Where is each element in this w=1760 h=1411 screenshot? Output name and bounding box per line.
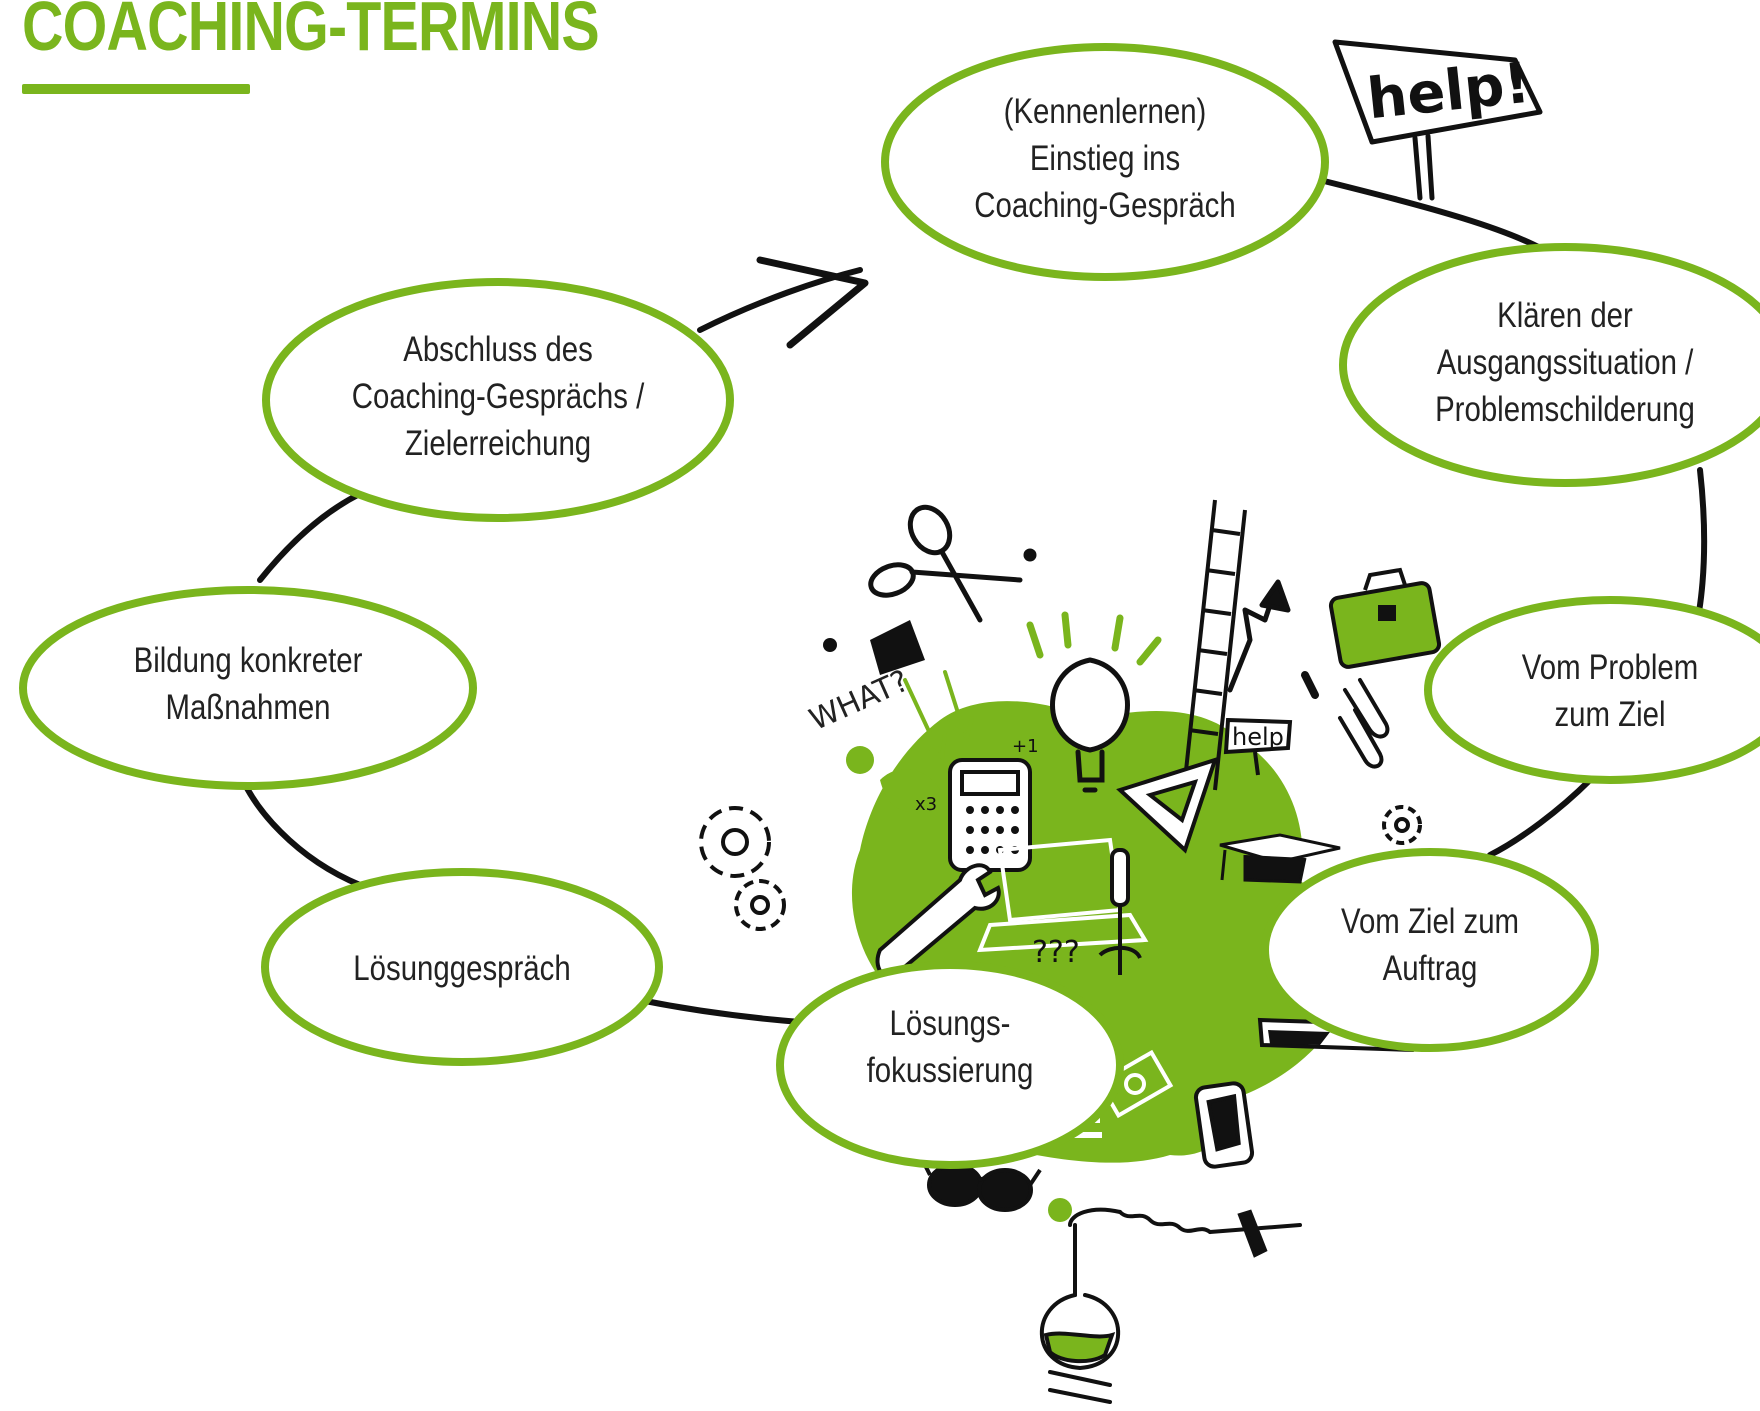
flask-icon [1039,1207,1302,1404]
bubble-step-1 [881,43,1329,281]
gear-icon [699,806,786,931]
paperclip-icon [1301,671,1390,769]
smartphone-icon [1193,1081,1255,1169]
bubble-step-3 [1424,596,1760,784]
arrow-down-icon [903,670,974,761]
small-help-sign-icon: help! [1223,717,1294,776]
sunglasses-icon [923,1163,1042,1212]
calculator-icon: +1 x3 [915,736,1039,872]
cycle-bubbles [19,43,1760,1169]
cycle-path-right-lower [1487,777,1593,858]
bubble-step-6 [261,868,663,1066]
bubble-step-2 [1339,243,1760,487]
arrow-up-icon [1227,579,1291,693]
megaphone-icon: WHAT? [804,620,925,738]
triangle-ruler-icon [1116,756,1219,854]
lightbulb-icon [1026,611,1162,793]
ladder-icon [1183,499,1247,791]
bubble-step-5 [776,961,1124,1169]
scissors-icon [868,504,1037,623]
what-text: WHAT? [804,663,914,738]
bubble-step-7 [19,586,477,790]
small-help-sign-text: help! [1232,723,1294,751]
help-sign-icon: help! [1332,39,1543,201]
cycle-path-top-left [697,267,863,333]
page-title: COACHING-TERMINS [22,0,600,65]
cycle-arrow-icon [756,256,869,349]
title-underline [22,84,250,94]
plus-one-text: +1 [1012,736,1039,757]
small-gear-icon [1382,805,1422,845]
bubble-step-4 [1261,848,1599,1052]
times-three-text: x3 [915,794,937,815]
briefcase-icon [1328,567,1442,669]
question-marks-text: ??? [1032,935,1080,970]
graduation-cap-icon [1219,833,1341,884]
screwdriver-icon [1098,848,1142,975]
bubble-step-8 [262,278,734,522]
cycle-path-bottom [637,997,803,1025]
